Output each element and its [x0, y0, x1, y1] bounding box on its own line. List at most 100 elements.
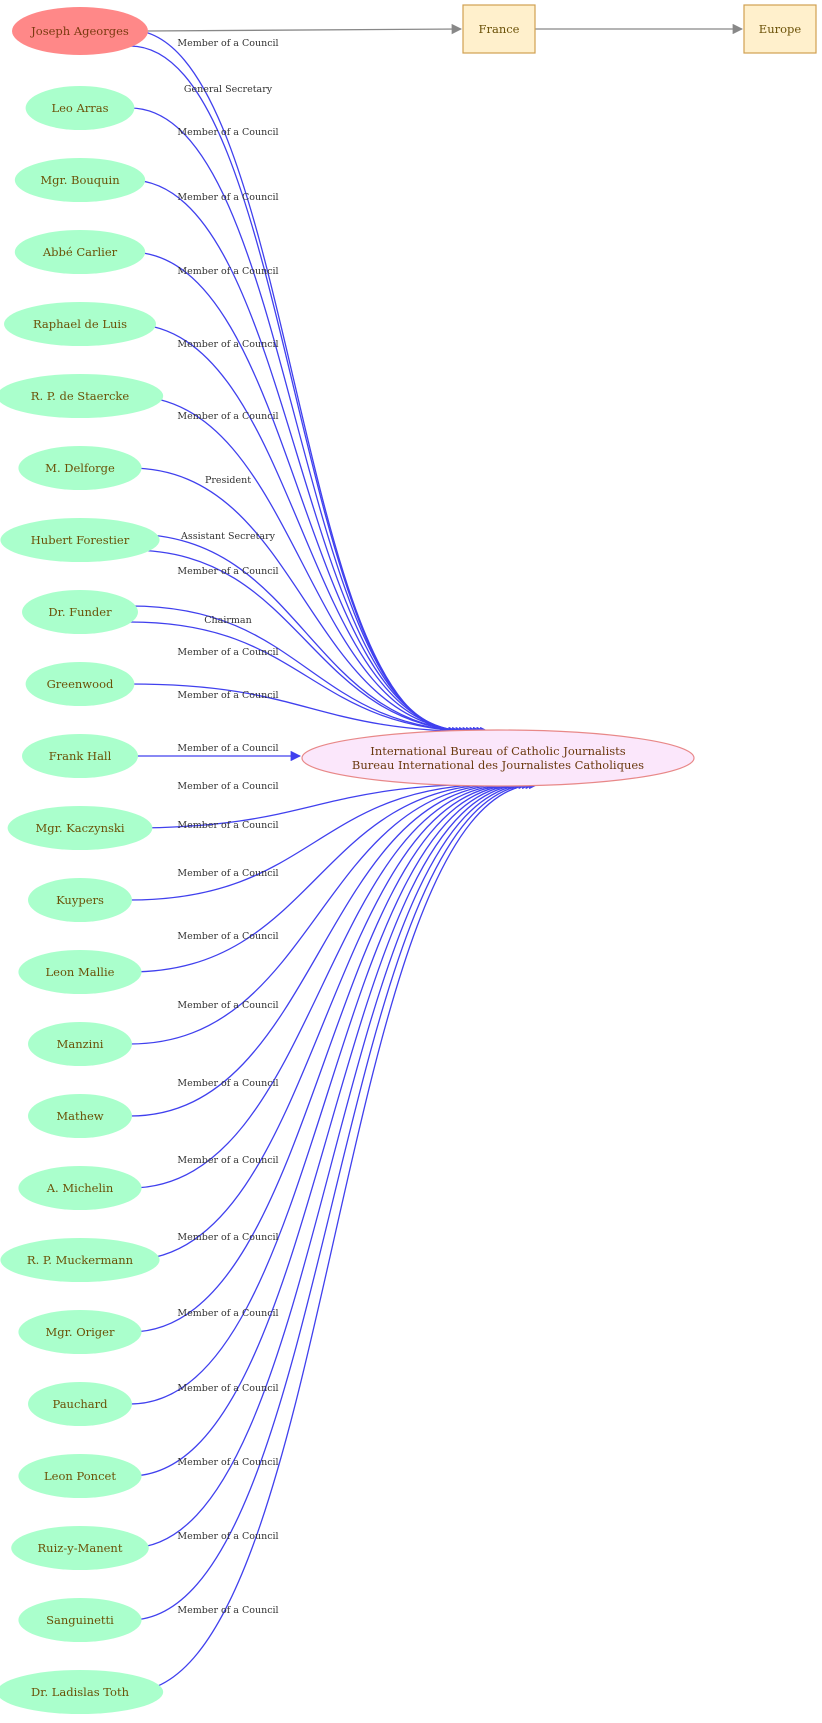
person-name-raphael-de-luis: Raphael de Luis: [33, 317, 127, 331]
edge-label-a-michelin-0: Member of a Council: [177, 1078, 278, 1089]
edge-leon-mallie-0: [129, 778, 505, 973]
person-name-manzini: Manzini: [57, 1037, 104, 1051]
edge-label-subject-1: General Secretary: [184, 84, 273, 95]
edge-label-hubert-forestier-1: Member of a Council: [177, 566, 278, 577]
edge-mgr-origer-0: [129, 778, 523, 1333]
person-node-a-michelin: [18, 1166, 142, 1210]
subject-name: Joseph Ageorges: [30, 24, 129, 38]
edge-label-dr-ladislas-toth-0: Member of a Council: [177, 1605, 278, 1616]
edge-label-abbe-carlier-0: Member of a Council: [177, 266, 278, 277]
edge-label-mgr-bouquin-0: Member of a Council: [177, 192, 278, 203]
person-name-m-delforge: M. Delforge: [45, 461, 115, 475]
person-node-m-delforge: [18, 446, 142, 490]
person-name-r-p-muckermann: R. P. Muckermann: [27, 1253, 134, 1267]
edge-ruiz-y-manent-0: [129, 778, 533, 1549]
edges-layer: [129, 23, 744, 1693]
edge-hubert-forestier-1: [129, 549, 484, 738]
edge-label-frank-hall-0: Member of a Council: [177, 743, 278, 754]
person-node-frank-hall: [22, 734, 138, 778]
person-name-a-michelin: A. Michelin: [46, 1181, 114, 1195]
edge-sanguinetti-0: [129, 778, 537, 1621]
person-node-mgr-bouquin: [14, 158, 146, 202]
edge-label-mathew-0: Member of a Council: [177, 1000, 278, 1011]
edge-mgr-bouquin-0: [129, 179, 467, 738]
person-name-pauchard: Pauchard: [52, 1397, 108, 1411]
subject-node: [12, 7, 148, 55]
edge-leo-arras-0: [129, 107, 463, 738]
edge-label-manzini-0: Member of a Council: [177, 931, 278, 942]
person-node-greenwood: [25, 662, 135, 706]
person-name-ruiz-y-manent: Ruiz-y-Manent: [38, 1541, 123, 1555]
edge-r-p-muckermann-0: [129, 778, 519, 1261]
person-name-mgr-kaczynski: Mgr. Kaczynski: [35, 821, 124, 835]
person-name-kuypers: Kuypers: [56, 893, 104, 907]
edge-raphael-de-luis-0: [129, 323, 474, 738]
edge-dr-funder-0: [129, 605, 488, 738]
edge-subject-france: [145, 23, 463, 35]
person-name-greenwood: Greenwood: [47, 677, 114, 691]
edge-dr-ladislas-toth-0: [129, 778, 540, 1693]
edge-m-delforge-0: [129, 467, 481, 738]
edge-leon-poncet-0: [129, 778, 530, 1477]
edge-kuypers-0: [129, 778, 502, 901]
edge-label-m-delforge-0: President: [205, 475, 251, 486]
person-node-abbe-carlier: [14, 230, 146, 274]
edge-subject-0: [129, 29, 460, 738]
organization-name-en: International Bureau of Catholic Journal…: [370, 744, 626, 758]
person-node-leon-poncet: [18, 1454, 142, 1498]
edge-label-sanguinetti-0: Member of a Council: [177, 1531, 278, 1542]
person-node-r-p-muckermann: [0, 1238, 160, 1282]
person-node-manzini: [28, 1022, 132, 1066]
edge-label-greenwood-0: Member of a Council: [177, 690, 278, 701]
person-node-kuypers: [28, 878, 132, 922]
person-name-hubert-forestier: Hubert Forestier: [31, 533, 130, 547]
edge-label-leo-arras-0: Member of a Council: [177, 127, 278, 138]
person-name-dr-ladislas-toth: Dr. Ladislas Toth: [31, 1685, 130, 1699]
person-name-sanguinetti: Sanguinetti: [46, 1613, 114, 1627]
person-name-leon-poncet: Leon Poncet: [44, 1469, 116, 1483]
edge-pauchard-0: [129, 778, 526, 1405]
edge-r-p-de-staercke-0: [129, 395, 477, 738]
person-node-mgr-origer: [18, 1310, 142, 1354]
person-node-leo-arras: [25, 86, 135, 130]
edge-label-leon-mallie-0: Member of a Council: [177, 868, 278, 879]
edge-label-r-p-de-staercke-0: Member of a Council: [177, 411, 278, 422]
edge-label-dr-funder-1: Member of a Council: [177, 647, 278, 658]
person-node-mgr-kaczynski: [7, 806, 153, 850]
edge-hubert-forestier-0: [129, 533, 484, 738]
person-node-pauchard: [28, 1382, 132, 1426]
person-node-mathew: [28, 1094, 132, 1138]
organization-name-fr: Bureau International des Journalistes Ca…: [352, 758, 644, 772]
person-name-r-p-de-staercke: R. P. de Staercke: [31, 389, 130, 403]
place-label-france: France: [479, 22, 520, 36]
edge-label-dr-funder-0: Chairman: [204, 615, 251, 626]
place-box-europe: [743, 4, 817, 54]
place-label-europe: Europe: [759, 22, 802, 36]
edge-manzini-0: [129, 778, 509, 1045]
person-name-leon-mallie: Leon Mallie: [46, 965, 115, 979]
edge-mathew-0: [129, 778, 512, 1117]
edge-label-leon-poncet-0: Member of a Council: [177, 1383, 278, 1394]
person-name-abbe-carlier: Abbé Carlier: [42, 245, 118, 259]
edge-dr-funder-1: [129, 621, 488, 738]
person-name-mathew: Mathew: [56, 1109, 103, 1123]
edge-label-pauchard-0: Member of a Council: [177, 1308, 278, 1319]
person-node-hubert-forestier: [0, 518, 160, 562]
person-node-ruiz-y-manent: [11, 1526, 149, 1570]
edge-label-hubert-forestier-0: Assistant Secretary: [180, 531, 276, 542]
edge-label-mgr-origer-0: Member of a Council: [177, 1232, 278, 1243]
edge-mgr-kaczynski-0: [129, 778, 498, 829]
person-name-leo-arras: Leo Arras: [51, 101, 108, 115]
person-node-leon-mallie: [18, 950, 142, 994]
person-node-sanguinetti: [18, 1598, 142, 1642]
person-node-dr-ladislas-toth: [0, 1670, 164, 1714]
edge-label-subject-0: Member of a Council: [177, 38, 278, 49]
edge-label-kuypers-0: Member of a Council: [177, 820, 278, 831]
person-node-raphael-de-luis: [4, 302, 156, 346]
person-node-dr-funder: [22, 590, 138, 634]
edge-abbe-carlier-0: [129, 251, 470, 738]
person-name-mgr-bouquin: Mgr. Bouquin: [40, 173, 120, 187]
